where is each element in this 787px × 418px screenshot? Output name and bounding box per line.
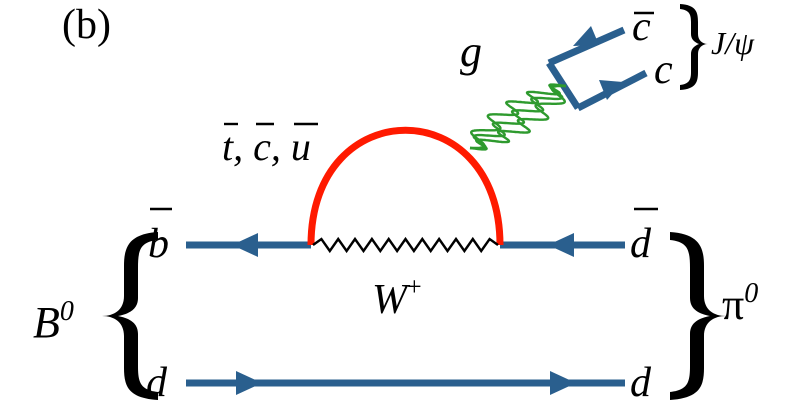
- b-meson-label: B0: [33, 296, 74, 347]
- arrow-left-icon: [573, 26, 599, 46]
- pi-meson-label: π0: [722, 278, 758, 329]
- gluon-line: [469, 84, 567, 150]
- charm-quark-label: c: [654, 47, 673, 93]
- quark-loop: [307, 126, 504, 246]
- arrow-left-icon: [232, 233, 258, 257]
- quark-lines: [186, 26, 648, 387]
- arrow-right-icon: [599, 80, 623, 100]
- jpsi-brace: [680, 4, 708, 90]
- loop-quarks-label: t, c, u: [222, 124, 311, 169]
- arrow-right-icon: [236, 371, 262, 395]
- c-bar-line: [547, 26, 626, 67]
- d-left-label: d: [146, 360, 168, 406]
- arrow-right-icon: [550, 371, 576, 395]
- w-boson-line: [312, 236, 499, 254]
- left-brace: [102, 232, 158, 400]
- b-bar-label: b: [148, 221, 169, 267]
- d-bar-label: d: [630, 221, 652, 267]
- charm-antiquark-label: c: [632, 4, 651, 50]
- arrow-left-icon: [548, 233, 574, 257]
- right-brace: [670, 232, 726, 400]
- d-right-label: d: [630, 360, 652, 406]
- gluon-label: g: [460, 27, 482, 76]
- gluon-line: [469, 84, 567, 151]
- panel-label: (b): [62, 2, 111, 48]
- w-boson-label: W+: [372, 272, 422, 323]
- jpsi-label: J/ψ: [711, 25, 755, 61]
- quark-arrows: [232, 26, 623, 395]
